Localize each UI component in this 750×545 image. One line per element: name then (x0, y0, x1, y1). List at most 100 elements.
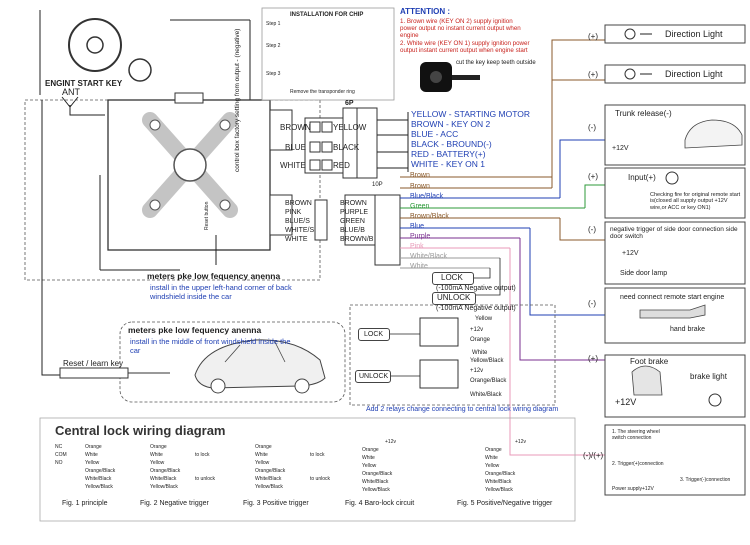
fig3-row5: Yellow/Black (255, 484, 283, 490)
fig-caption-2: Fig. 2 Negative trigger (140, 500, 209, 507)
fig3-row3: Orange/Black (255, 468, 286, 474)
wire-blue: BLUE - ACC (411, 129, 459, 139)
fig1-row5: Yellow/Black (85, 484, 113, 490)
wire-red: RED - BATTERY(+) (411, 149, 486, 159)
central-lock-fig3: Orange White Yellow Orange/Black White/B… (235, 443, 335, 493)
reset-button-label: Reset button (204, 201, 210, 230)
conn6p-right-2: RED (333, 161, 350, 170)
conn6p-right-0: YELLOW (333, 123, 367, 132)
conn10p-right-2: GREEN (340, 218, 365, 225)
fig3-row4: White/Black (255, 476, 282, 482)
central-lock-title: Central lock wiring diagram (55, 423, 226, 438)
fig1-row4: White/Black (85, 476, 112, 482)
pin-6p-label: 6P (345, 100, 354, 107)
relay-yellow: Yellow (475, 316, 493, 322)
engine-start-label: ENGINT START KEY (45, 79, 123, 88)
attention-note1: 1. Brown wire (KEY ON 2) supply ignition… (400, 18, 521, 40)
fig1-com: COM (55, 452, 67, 458)
trunk-v12: +12V (612, 145, 629, 152)
brake-v12: +12V (615, 397, 637, 407)
trunk-release-label: Trunk release(-) (615, 109, 672, 118)
conn10p-right-0: BROWN (340, 200, 367, 207)
fig-caption-5: Fig. 5 Positive/Negative trigger (457, 500, 553, 507)
central-lock-fig1: NC COM NO Orange White Yellow Orange/Bla… (55, 443, 115, 493)
relay-yellow-black: Yellow/Black (470, 358, 504, 364)
control-box-label: control box factory setting from output … (234, 28, 241, 172)
conn6p-right-1: BLACK (333, 143, 360, 152)
aux-wire-6: Purple (410, 233, 431, 240)
door-lamp-label: Side door lamp (620, 270, 668, 277)
fig2-row3: Orange/Black (150, 468, 181, 474)
aux-wire-3: Green (410, 203, 430, 210)
wire-black: BLACK - BROUND(-) (411, 139, 492, 149)
polarity-neg-3: (-) (588, 299, 596, 308)
fig1-row3: Orange/Black (85, 468, 116, 474)
aux-wire-4: Brown/Black (410, 213, 449, 220)
remote-start-label: need connect remote start engine (620, 294, 725, 301)
polarity-both: (-)/(+) (583, 451, 604, 460)
relay-lock-tag: LOCK (358, 328, 390, 341)
conn6p-left-2: WHITE (280, 161, 306, 170)
fig1-row0: Orange (85, 444, 102, 450)
fig-caption-4: Fig. 4 Baro-lock circuit (345, 500, 415, 507)
conn10p-right-4: BROWN/B (340, 236, 374, 243)
install-chip-title: INSTALLATION FOR CHIP (290, 12, 364, 18)
fig5-row5: Yellow/Black (485, 487, 513, 493)
fig4-v12: +12v (385, 439, 396, 445)
install-remove-text: Remove the transponder ring (290, 89, 355, 95)
polarity-neg-2: (-) (588, 225, 596, 234)
fig5-row4: White/Black (485, 479, 512, 485)
aux-wire-7: Pink (410, 243, 424, 250)
conn10p-right-3: BLUE/B (340, 227, 365, 234)
reset-learn-key-label: Reset / learn key (63, 359, 124, 368)
relay-v12-b: +12v (470, 368, 484, 374)
aux-wire-0: Brown (410, 172, 430, 179)
foot-brake-label: Foot brake (630, 357, 669, 366)
aux-wire-1: Brown (410, 183, 430, 190)
fig3-to-lock: to lock (310, 452, 325, 458)
conn10p-left-1: PINK (285, 209, 302, 216)
relay-orange: Orange (470, 337, 491, 343)
fig1-row1: White (85, 452, 98, 458)
ant-label: ANT (62, 87, 80, 97)
fig-caption-3: Fig. 3 Positive trigger (243, 500, 309, 507)
install-step3: Step 3 (266, 71, 281, 77)
reset-learn-key[interactable] (60, 368, 128, 378)
direction-light-1: Direction Light (665, 29, 723, 39)
aux-wire-8: White/Black (410, 253, 447, 260)
relay-white-black: White/Black (470, 392, 502, 398)
fig4-row1: White (362, 455, 375, 461)
hand-brake-label: hand brake (670, 326, 706, 333)
central-lock-fig4: +12v Orange White Yellow Orange/Black Wh… (340, 440, 460, 495)
conn10p-left-2: BLUE/S (285, 218, 310, 225)
polarity-pos-3: (+) (588, 172, 598, 181)
fig4-row4: White/Black (362, 479, 389, 485)
fig5-row1: White (485, 455, 498, 461)
polarity-pos-1: (+) (588, 32, 598, 41)
central-lock-fig5: +12v Orange White Yellow Orange/Black Wh… (470, 440, 570, 495)
conn10p-right-1: PURPLE (340, 209, 369, 216)
fig-caption-1: Fig. 1 principle (62, 500, 108, 507)
fig4-row3: Orange/Black (362, 471, 393, 477)
door-trigger-label: negative trigger of side door connection… (610, 226, 738, 241)
fig2-row5: Yellow/Black (150, 484, 178, 490)
fig3-to-unlock: to unlock (310, 476, 331, 482)
polarity-pos-4: (+) (588, 354, 598, 363)
fig2-to-lock: to lock (195, 452, 210, 458)
relay-unlock-label: UNLOCK (359, 373, 389, 380)
wire-yellow: YELLOW - STARTING MOTOR (411, 109, 531, 119)
relay-note: Add 2 relays change connecting to centra… (366, 406, 559, 413)
attention-note2: 2. White wire (KEY ON 1) supply ignition… (400, 40, 530, 55)
fig3-row1: White (255, 452, 268, 458)
relay-v12-a: +12v (470, 327, 484, 333)
fig3-row0: Orange (255, 444, 272, 450)
lock-output-label: LOCK (441, 273, 463, 282)
unlock-output-label: UNLOCK (437, 293, 471, 302)
fig5-row0: Orange (485, 447, 502, 453)
conn6p-left-0: BROWN (280, 123, 311, 132)
fig1-no: NO (55, 460, 63, 466)
wire-brown: BROWN - KEY ON 2 (411, 119, 491, 129)
fig5-row3: Orange/Black (485, 471, 516, 477)
fig2-row0: Orange (150, 444, 167, 450)
